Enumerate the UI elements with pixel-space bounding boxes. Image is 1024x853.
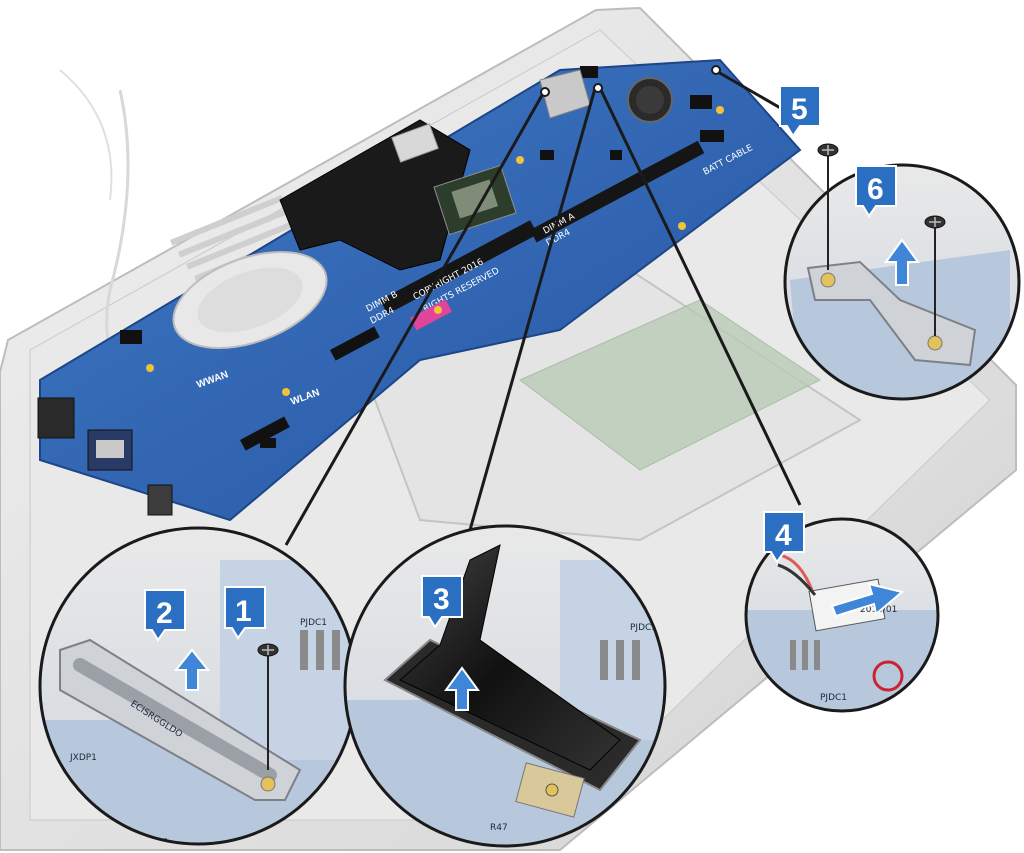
step-number-5: 5 [791, 93, 808, 126]
ethernet-port [38, 398, 74, 438]
pjdc1-label-4: PJDC1 [820, 693, 847, 703]
usb-port [148, 485, 172, 515]
step-number-6: 6 [867, 173, 884, 206]
pjdc1-label: PJDC1 [300, 618, 327, 628]
jxdp1-label: JXDP1 [69, 753, 97, 763]
screw-hole-1 [261, 777, 275, 791]
screw-hole-5 [821, 273, 835, 287]
step-number-1: 1 [235, 595, 252, 628]
step-number-2: 2 [156, 597, 173, 630]
step-badge-5: 5 [780, 86, 820, 136]
screw-hole-6 [928, 336, 942, 350]
zoom-circle-bracket-right [785, 144, 1019, 400]
step-number-3: 3 [433, 583, 450, 616]
r47-label-3: R47 [490, 823, 508, 833]
step-number-4: 4 [775, 519, 792, 552]
